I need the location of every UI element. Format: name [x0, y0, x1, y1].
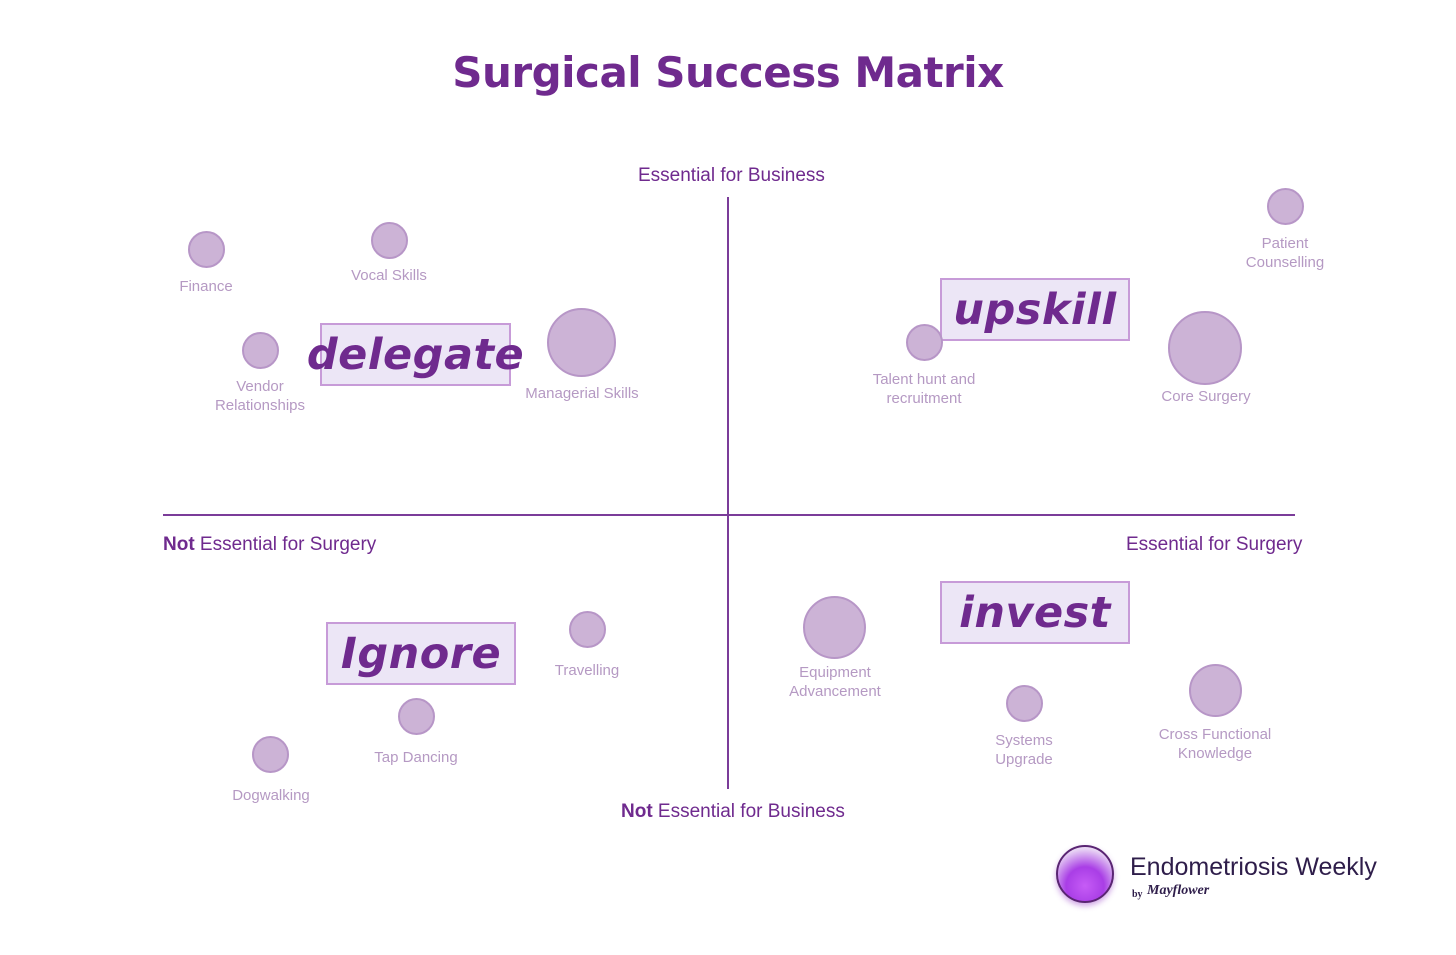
logo-icon — [1056, 845, 1114, 903]
bubble-managerial-skills — [547, 308, 616, 377]
bubble-cross-functional — [1189, 664, 1242, 717]
item-label-vocal-skills: Vocal Skills — [351, 267, 427, 284]
vertical-axis — [727, 197, 729, 789]
bubble-core-surgery — [1168, 311, 1242, 385]
bubble-finance — [188, 231, 225, 268]
bubble-tap-dancing — [398, 698, 435, 735]
brand-name: Endometriosis Weekly — [1130, 853, 1377, 881]
bubble-systems-upgrade — [1006, 685, 1043, 722]
axis-label-bottom: Not Essential for Business — [621, 801, 845, 822]
axis-label-top: Essential for Business — [638, 165, 825, 186]
quadrant-label-upskill: upskill — [940, 278, 1130, 341]
horizontal-axis — [163, 514, 1295, 516]
bubble-vocal-skills — [371, 222, 408, 259]
axis-label-left: Not Essential for Surgery — [163, 534, 377, 555]
quadrant-label-delegate: delegate — [307, 323, 524, 386]
item-label-tap-dancing: Tap Dancing — [374, 749, 458, 766]
brand-signature: Mayflower — [1147, 883, 1210, 898]
item-label-travelling: Travelling — [554, 662, 620, 679]
bubble-equipment-advancement — [803, 596, 866, 659]
bubble-vendor-relationships — [242, 332, 279, 369]
quadrant-label-ignore: Ignore — [326, 622, 516, 685]
item-label-finance: Finance — [179, 278, 233, 295]
brand-by: by — [1132, 889, 1143, 900]
bubble-talent-hunt — [906, 324, 943, 361]
item-label-managerial-skills: Managerial Skills — [525, 385, 639, 402]
item-label-core-surgery: Core Surgery — [1161, 388, 1251, 405]
quadrant-label-invest: invest — [940, 581, 1130, 644]
page-title: Surgical Success Matrix — [452, 48, 1004, 97]
axis-label-right: Essential for Surgery — [1126, 534, 1303, 555]
bubble-dogwalking — [252, 736, 289, 773]
bubble-travelling — [569, 611, 606, 648]
bubble-patient-counselling — [1267, 188, 1304, 225]
item-label-dogwalking: Dogwalking — [232, 787, 310, 804]
